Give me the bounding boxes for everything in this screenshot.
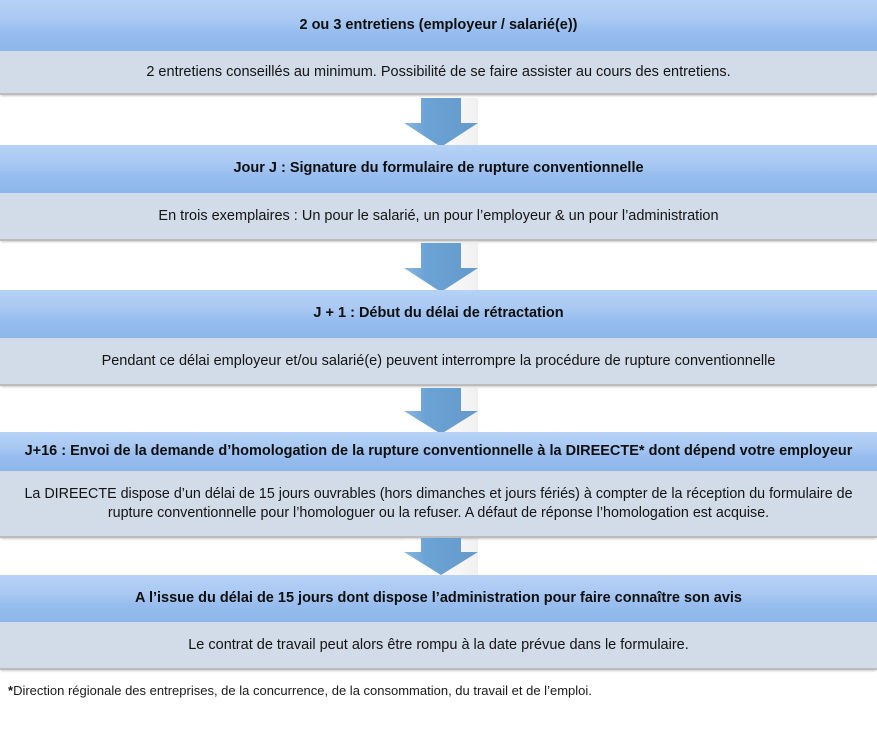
arrow-2-head [404,268,478,292]
step-3-body-text: Pendant ce délai employeur et/ou salarié… [101,352,776,369]
step-3-body: Pendant ce délai employeur et/ou salarié… [0,338,877,386]
arrow-down-icon-3 [404,388,478,434]
flow-step-5: A l’issue du délai de 15 jours dont disp… [0,575,877,670]
step-1-body: 2 entretiens conseillés au minimum. Poss… [0,51,877,95]
flow-step-1: 2 ou 3 entretiens (employeur / salarié(e… [0,0,877,95]
arrow-2-stem [421,243,461,268]
step-4-body-text: La DIREECTE dispose d’un délai de 15 jou… [24,486,853,521]
footnote-marker: * [8,683,14,698]
step-1-body-text: 2 entretiens conseillés au minimum. Poss… [146,63,731,80]
flow-step-4: J+16 : Envoi de la demande d’homologatio… [0,432,877,538]
arrow-1-head [404,123,478,147]
arrow-3-head [404,411,478,434]
step-4-header: J+16 : Envoi de la demande d’homologatio… [0,432,877,471]
flow-step-3: J + 1 : Début du délai de rétractation P… [0,290,877,386]
arrow-down-icon-4 [404,538,478,575]
step-5-header-text: A l’issue du délai de 15 jours dont disp… [135,589,742,606]
step-5-header: A l’issue du délai de 15 jours dont disp… [0,575,877,622]
step-2-body: En trois exemplaires : Un pour le salari… [0,193,877,241]
step-3-header-text: J + 1 : Début du délai de rétractation [313,305,564,322]
step-2-header: Jour J : Signature du formulaire de rupt… [0,145,877,193]
step-2-header-text: Jour J : Signature du formulaire de rupt… [233,160,644,177]
step-1-header: 2 ou 3 entretiens (employeur / salarié(e… [0,0,877,51]
arrow-down-icon-1 [404,98,478,147]
arrow-down-icon-2 [404,243,478,292]
step-5-body-text: Le contrat de travail peut alors être ro… [188,636,689,653]
arrow-4-stem [421,538,461,552]
arrow-1-stem [421,98,461,123]
step-3-header: J + 1 : Début du délai de rétractation [0,290,877,338]
step-4-body: La DIREECTE dispose d’un délai de 15 jou… [0,471,877,538]
footnote-text: Direction régionale des entreprises, de … [13,683,592,698]
flow-step-2: Jour J : Signature du formulaire de rupt… [0,145,877,241]
arrow-3-stem [421,388,461,411]
step-1-header-text: 2 ou 3 entretiens (employeur / salarié(e… [299,16,578,33]
step-2-body-text: En trois exemplaires : Un pour le salari… [158,207,719,224]
footnote: *Direction régionale des entreprises, de… [8,683,592,700]
step-5-body: Le contrat de travail peut alors être ro… [0,622,877,670]
arrow-4-head [404,552,478,575]
step-4-header-text: J+16 : Envoi de la demande d’homologatio… [24,442,853,459]
